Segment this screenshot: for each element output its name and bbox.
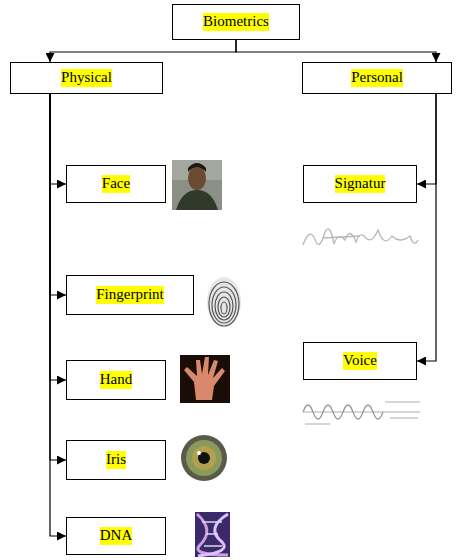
category-box: Physical bbox=[10, 62, 163, 94]
node-label: Signatur bbox=[335, 175, 386, 192]
voice-waveform bbox=[303, 402, 420, 424]
category-box: Signatur bbox=[303, 165, 417, 203]
node-label: Biometrics bbox=[203, 13, 269, 30]
connector-arrow bbox=[50, 40, 236, 62]
node-label: Personal bbox=[351, 69, 403, 86]
fingerprint-image bbox=[207, 277, 241, 327]
connector-arrow bbox=[50, 94, 66, 536]
connector-arrow bbox=[50, 94, 66, 460]
signature-image bbox=[303, 229, 418, 245]
connector-arrow bbox=[417, 94, 436, 184]
node-label: DNA bbox=[100, 527, 133, 544]
node-label: Face bbox=[102, 175, 130, 192]
hand-image bbox=[180, 355, 230, 403]
node-label: Iris bbox=[106, 451, 126, 468]
dna-image bbox=[195, 512, 230, 557]
connector-arrow bbox=[50, 94, 66, 380]
connector-arrow bbox=[50, 94, 66, 184]
category-box: Personal bbox=[302, 62, 452, 94]
category-box: Face bbox=[66, 165, 166, 203]
category-box: Biometrics bbox=[172, 4, 300, 40]
node-label: Fingerprint bbox=[96, 286, 164, 303]
category-box: Hand bbox=[66, 360, 166, 400]
node-label: Physical bbox=[61, 69, 112, 86]
category-box: DNA bbox=[66, 517, 166, 555]
category-box: Voice bbox=[303, 342, 417, 380]
node-label: Hand bbox=[100, 371, 133, 388]
connector-arrow bbox=[236, 40, 436, 62]
connector-arrow bbox=[417, 94, 436, 361]
node-label: Voice bbox=[343, 352, 377, 369]
face-photo bbox=[172, 160, 222, 210]
connector-arrow bbox=[50, 94, 66, 295]
category-box: Fingerprint bbox=[66, 275, 194, 315]
iris-image bbox=[181, 435, 227, 481]
category-box: Iris bbox=[66, 440, 166, 480]
